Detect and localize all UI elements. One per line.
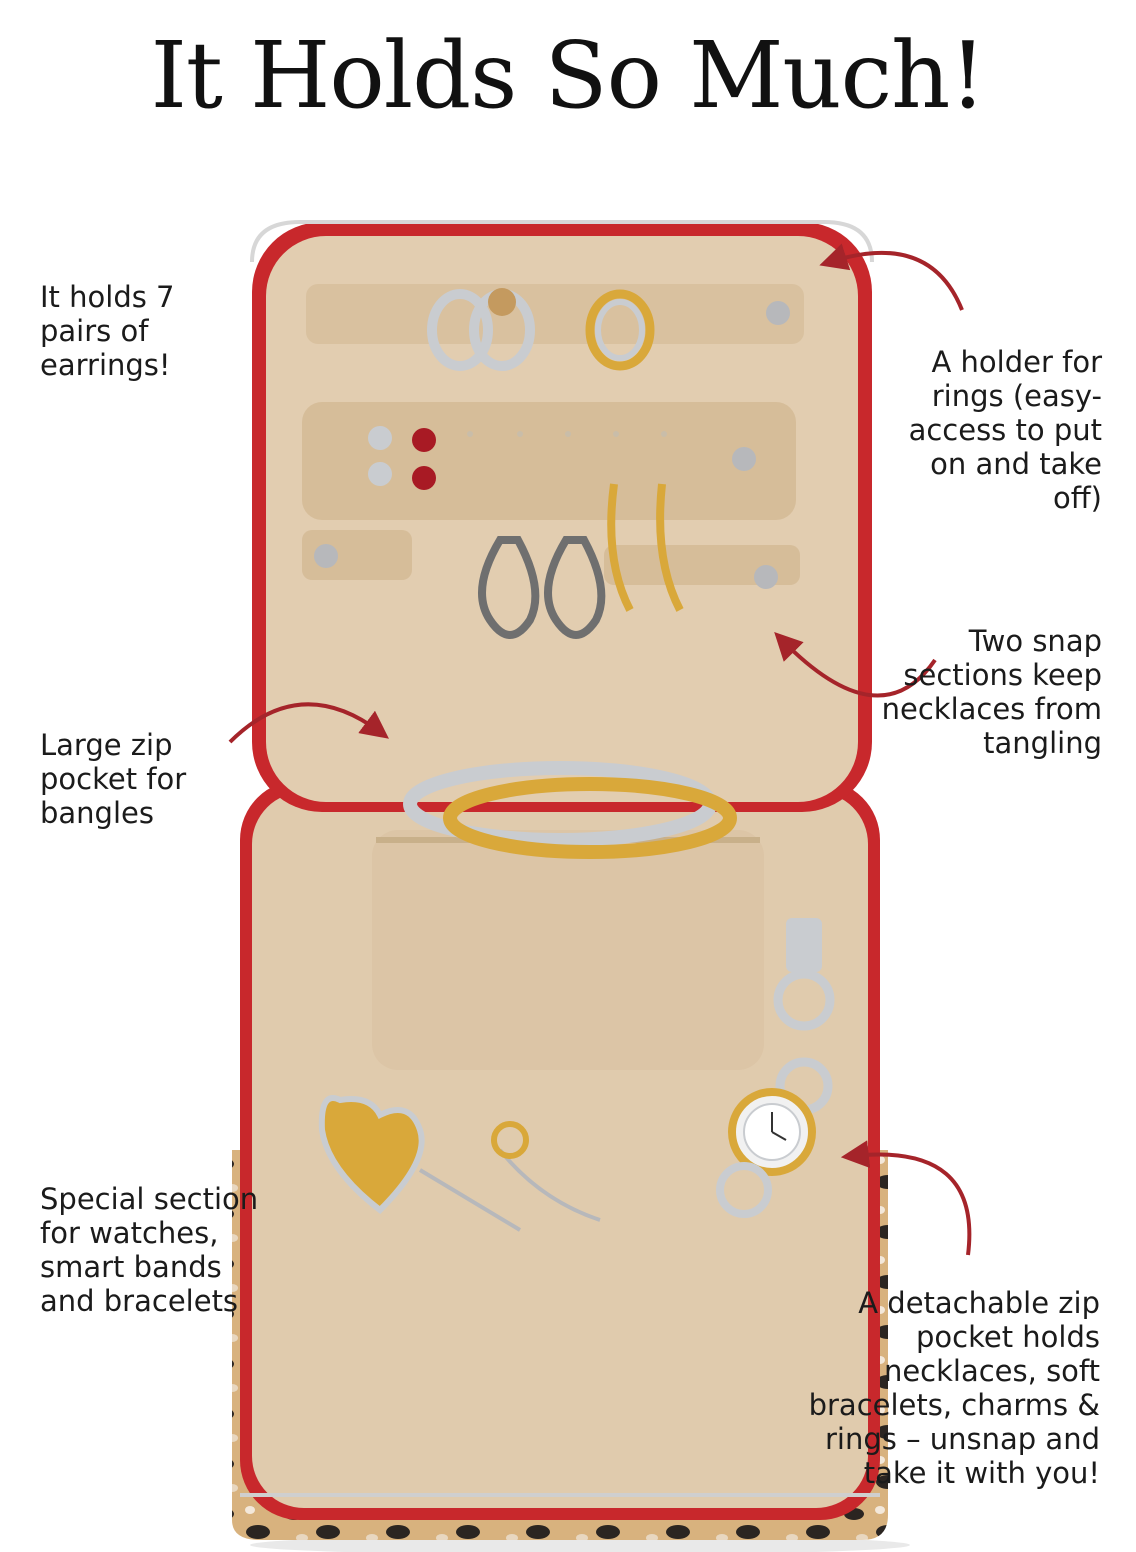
- bangle-zip-pocket: [372, 830, 764, 1070]
- ring-holder-strap: [306, 284, 804, 344]
- necklaces: [418, 1121, 601, 1232]
- earring-strap: [302, 402, 796, 520]
- arrow-detachable-pocket: [840, 1140, 972, 1256]
- bangles: [403, 761, 737, 859]
- hoop-earrings: [607, 483, 684, 612]
- heart-pendant: [318, 1095, 425, 1214]
- arrow-ring-holder: [819, 243, 964, 311]
- caption-snap-sections: Two snap sections keep necklaces from ta…: [881, 624, 1102, 760]
- caption-earrings: It holds 7 pairs of earrings!: [40, 280, 175, 382]
- caption-ring-holder: A holder for rings (easy-access to put o…: [908, 345, 1102, 515]
- page-title: It Holds So Much!: [150, 22, 987, 129]
- drop-earrings: [478, 536, 606, 639]
- arrow-zip-pocket: [228, 702, 389, 744]
- arrow-snap-sections: [774, 632, 937, 698]
- stud-earrings: [368, 426, 436, 490]
- watch: [716, 918, 835, 1218]
- rings: [427, 288, 655, 371]
- caption-zip-pocket: Large zip pocket for bangles: [40, 728, 187, 830]
- snap-button: [766, 301, 790, 325]
- caption-watch-section: Special section for watches, smart bands…: [40, 1182, 259, 1318]
- caption-detachable-pocket: A detachable zip pocket holds necklaces,…: [808, 1286, 1100, 1490]
